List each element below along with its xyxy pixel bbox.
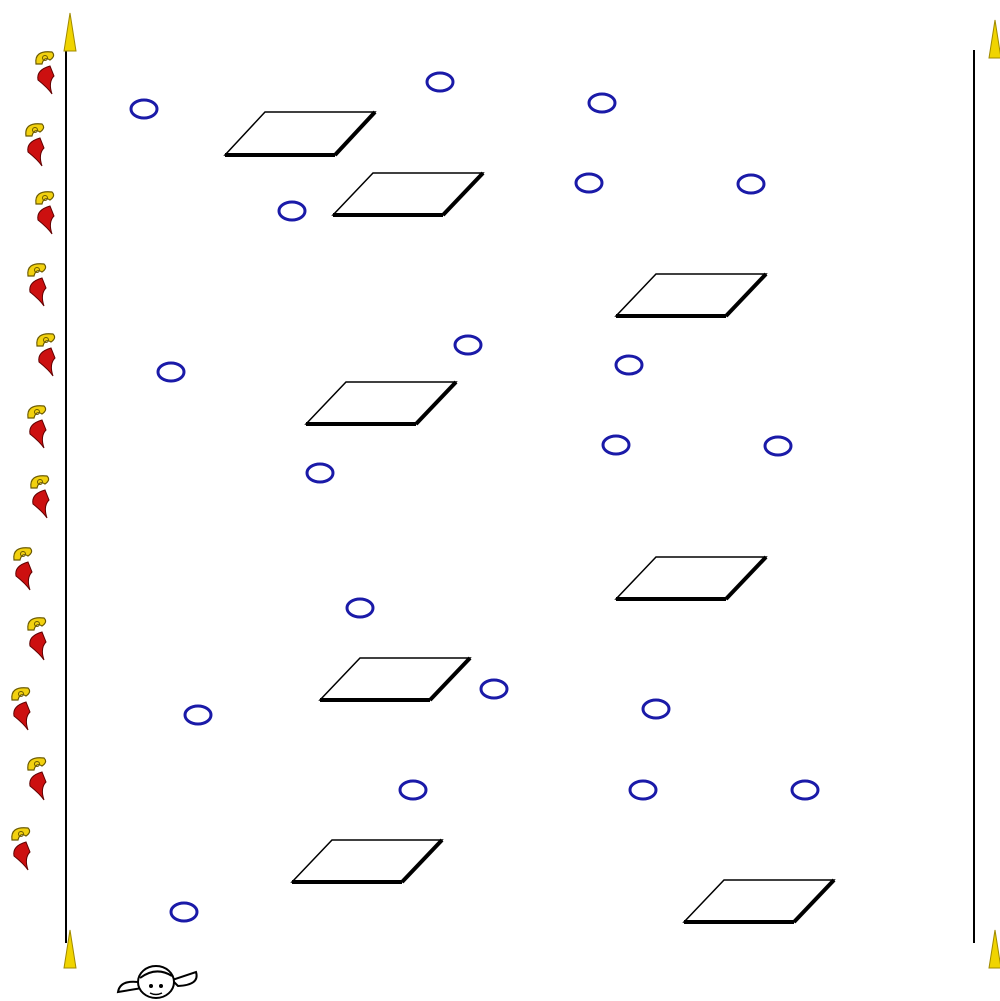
scene-background [0,0,1000,1001]
game-scene[interactable] [0,0,1000,1001]
